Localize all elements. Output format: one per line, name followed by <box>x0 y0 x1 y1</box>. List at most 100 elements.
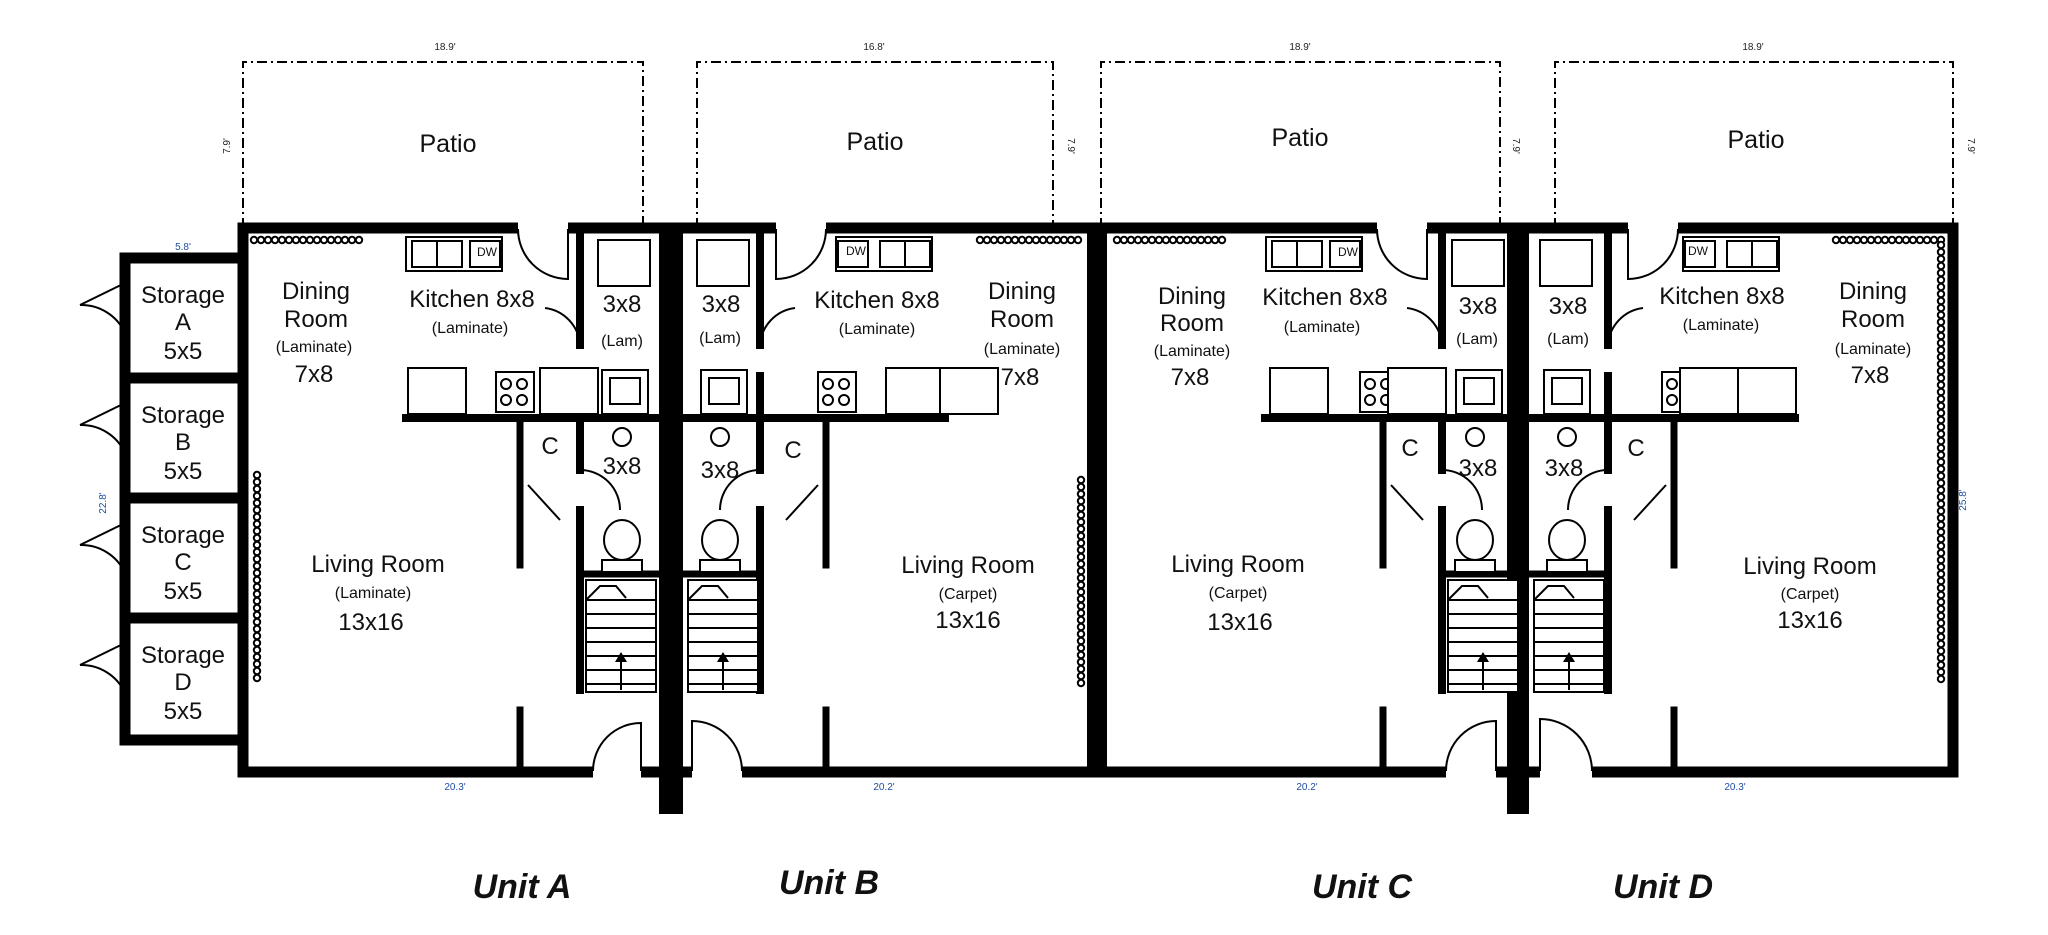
window-d-side <box>1936 632 1946 642</box>
window-d-side <box>1936 296 1946 306</box>
storage-walls <box>119 252 249 746</box>
unit-a-counter-1 <box>407 367 467 415</box>
window-d-dining <box>1859 235 1869 245</box>
unit-a-stairs-landing <box>585 585 627 601</box>
bath-door-d <box>1567 469 1609 511</box>
unit-d-stairs-frame <box>1533 579 1605 693</box>
window-a-living <box>252 659 262 669</box>
window-d-side <box>1936 422 1946 432</box>
unit-c-utility-size: 3x8 <box>1459 293 1498 320</box>
window-d-side <box>1936 639 1946 649</box>
window-d-side <box>1936 492 1946 502</box>
window-d-side <box>1936 289 1946 299</box>
window-d-side <box>1936 345 1946 355</box>
window-d-side <box>1936 646 1946 656</box>
door-gap-d <box>1540 760 1592 782</box>
interior-walls <box>402 230 1799 776</box>
window-b-living <box>1076 608 1086 618</box>
window-a-living <box>252 505 262 515</box>
window-d-dining <box>1852 235 1862 245</box>
unit-c-kitchen: Kitchen 8x8 <box>1262 284 1387 311</box>
window-d-side <box>1936 254 1946 264</box>
unit-b-utility-size: 3x8 <box>702 291 741 318</box>
window-b-living <box>1076 678 1086 688</box>
window-b-living <box>1076 503 1086 513</box>
unit-a-sink-dw-box <box>469 240 501 268</box>
unit-d-dw: DW <box>1688 244 1709 258</box>
unit-a-utility-floor: (Lam) <box>601 333 643 350</box>
window-a-living <box>252 575 262 585</box>
window-d-side <box>1936 576 1946 586</box>
closet-door-c <box>1390 484 1424 521</box>
window-b-living <box>1076 587 1086 597</box>
window-d-side <box>1936 499 1946 509</box>
window-d-side <box>1936 443 1946 453</box>
unit-a-kitchen: Kitchen 8x8 <box>409 286 534 313</box>
window-d-side <box>1936 457 1946 467</box>
unit-d-bath-toilet-tank <box>1546 559 1588 573</box>
window-d-side <box>1936 317 1946 327</box>
window-a-living <box>252 484 262 494</box>
window-d-side <box>1936 247 1946 257</box>
window-d-dining <box>1929 235 1939 245</box>
unit-d-utility-top <box>1539 239 1593 287</box>
patio-c-depth: 7.9' <box>1510 138 1521 154</box>
window-b-living <box>1076 573 1086 583</box>
window-a-living <box>252 561 262 571</box>
window-b-dining <box>1052 235 1062 245</box>
window-a-dining <box>347 235 357 245</box>
window-d-side <box>1936 310 1946 320</box>
window-a-living <box>252 554 262 564</box>
window-d-side <box>1936 324 1946 334</box>
window-a-dining <box>319 235 329 245</box>
window-b-living <box>1076 636 1086 646</box>
window-b-living <box>1076 601 1086 611</box>
window-d-side <box>1936 653 1946 663</box>
window-c-dining <box>1119 235 1129 245</box>
unit-c-burner <box>1364 378 1376 390</box>
unit-a-dining-size: 7x8 <box>295 361 334 388</box>
window-b-living <box>1076 531 1086 541</box>
storage-a-word: Storage <box>141 282 225 309</box>
closet-door-d <box>1633 484 1667 521</box>
unit-b-dining-2: Room <box>990 306 1054 333</box>
window-b-dining <box>1059 235 1069 245</box>
window-a-living <box>252 624 262 634</box>
exterior-dims: 20.3' 20.2' 20.2' 20.3' 25.8' <box>444 489 1969 793</box>
unit-b-bath-sink <box>710 427 730 447</box>
unit-c-burner <box>1364 394 1376 406</box>
window-b-living <box>1076 580 1086 590</box>
window-c-dining <box>1133 235 1143 245</box>
unit-b-utility-floor: (Lam) <box>699 330 741 347</box>
window-a-living <box>252 547 262 557</box>
window-d-side <box>1936 548 1946 558</box>
unit-d-burner <box>1666 394 1678 406</box>
window-d-side <box>1936 471 1946 481</box>
window-d-side <box>1936 394 1946 404</box>
window-a-dining <box>326 235 336 245</box>
fixtures <box>249 235 1946 693</box>
unit-c-utility-floor: (Lam) <box>1456 331 1498 348</box>
window-d-side <box>1936 660 1946 670</box>
unit-a-dining-2: Room <box>284 306 348 333</box>
window-b-living <box>1076 482 1086 492</box>
window-d-dining <box>1901 235 1911 245</box>
unit-a-bath-sink <box>612 427 632 447</box>
window-a-living <box>252 645 262 655</box>
window-d-dining <box>1908 235 1918 245</box>
patio-c-width: 18.9' <box>1289 42 1310 53</box>
left-depth-dim: 22.8' <box>98 492 109 513</box>
closet-door-a <box>527 484 561 521</box>
unit-b-sink-dw-box <box>837 240 869 268</box>
front-door-b <box>691 719 743 772</box>
window-d-side <box>1936 303 1946 313</box>
window-b-dining <box>982 235 992 245</box>
window-b-living <box>1076 615 1086 625</box>
window-b-living <box>1076 524 1086 534</box>
unit-a-labels: Dining Room (Laminate) 7x8 Kitchen 8x8 (… <box>276 245 643 636</box>
unit-b-labels: 3x8 (Lam) Kitchen 8x8 (Laminate) Dining … <box>699 244 1060 634</box>
window-d-side <box>1936 555 1946 565</box>
unit-b-counter-1 <box>885 367 945 415</box>
window-a-living <box>252 631 262 641</box>
